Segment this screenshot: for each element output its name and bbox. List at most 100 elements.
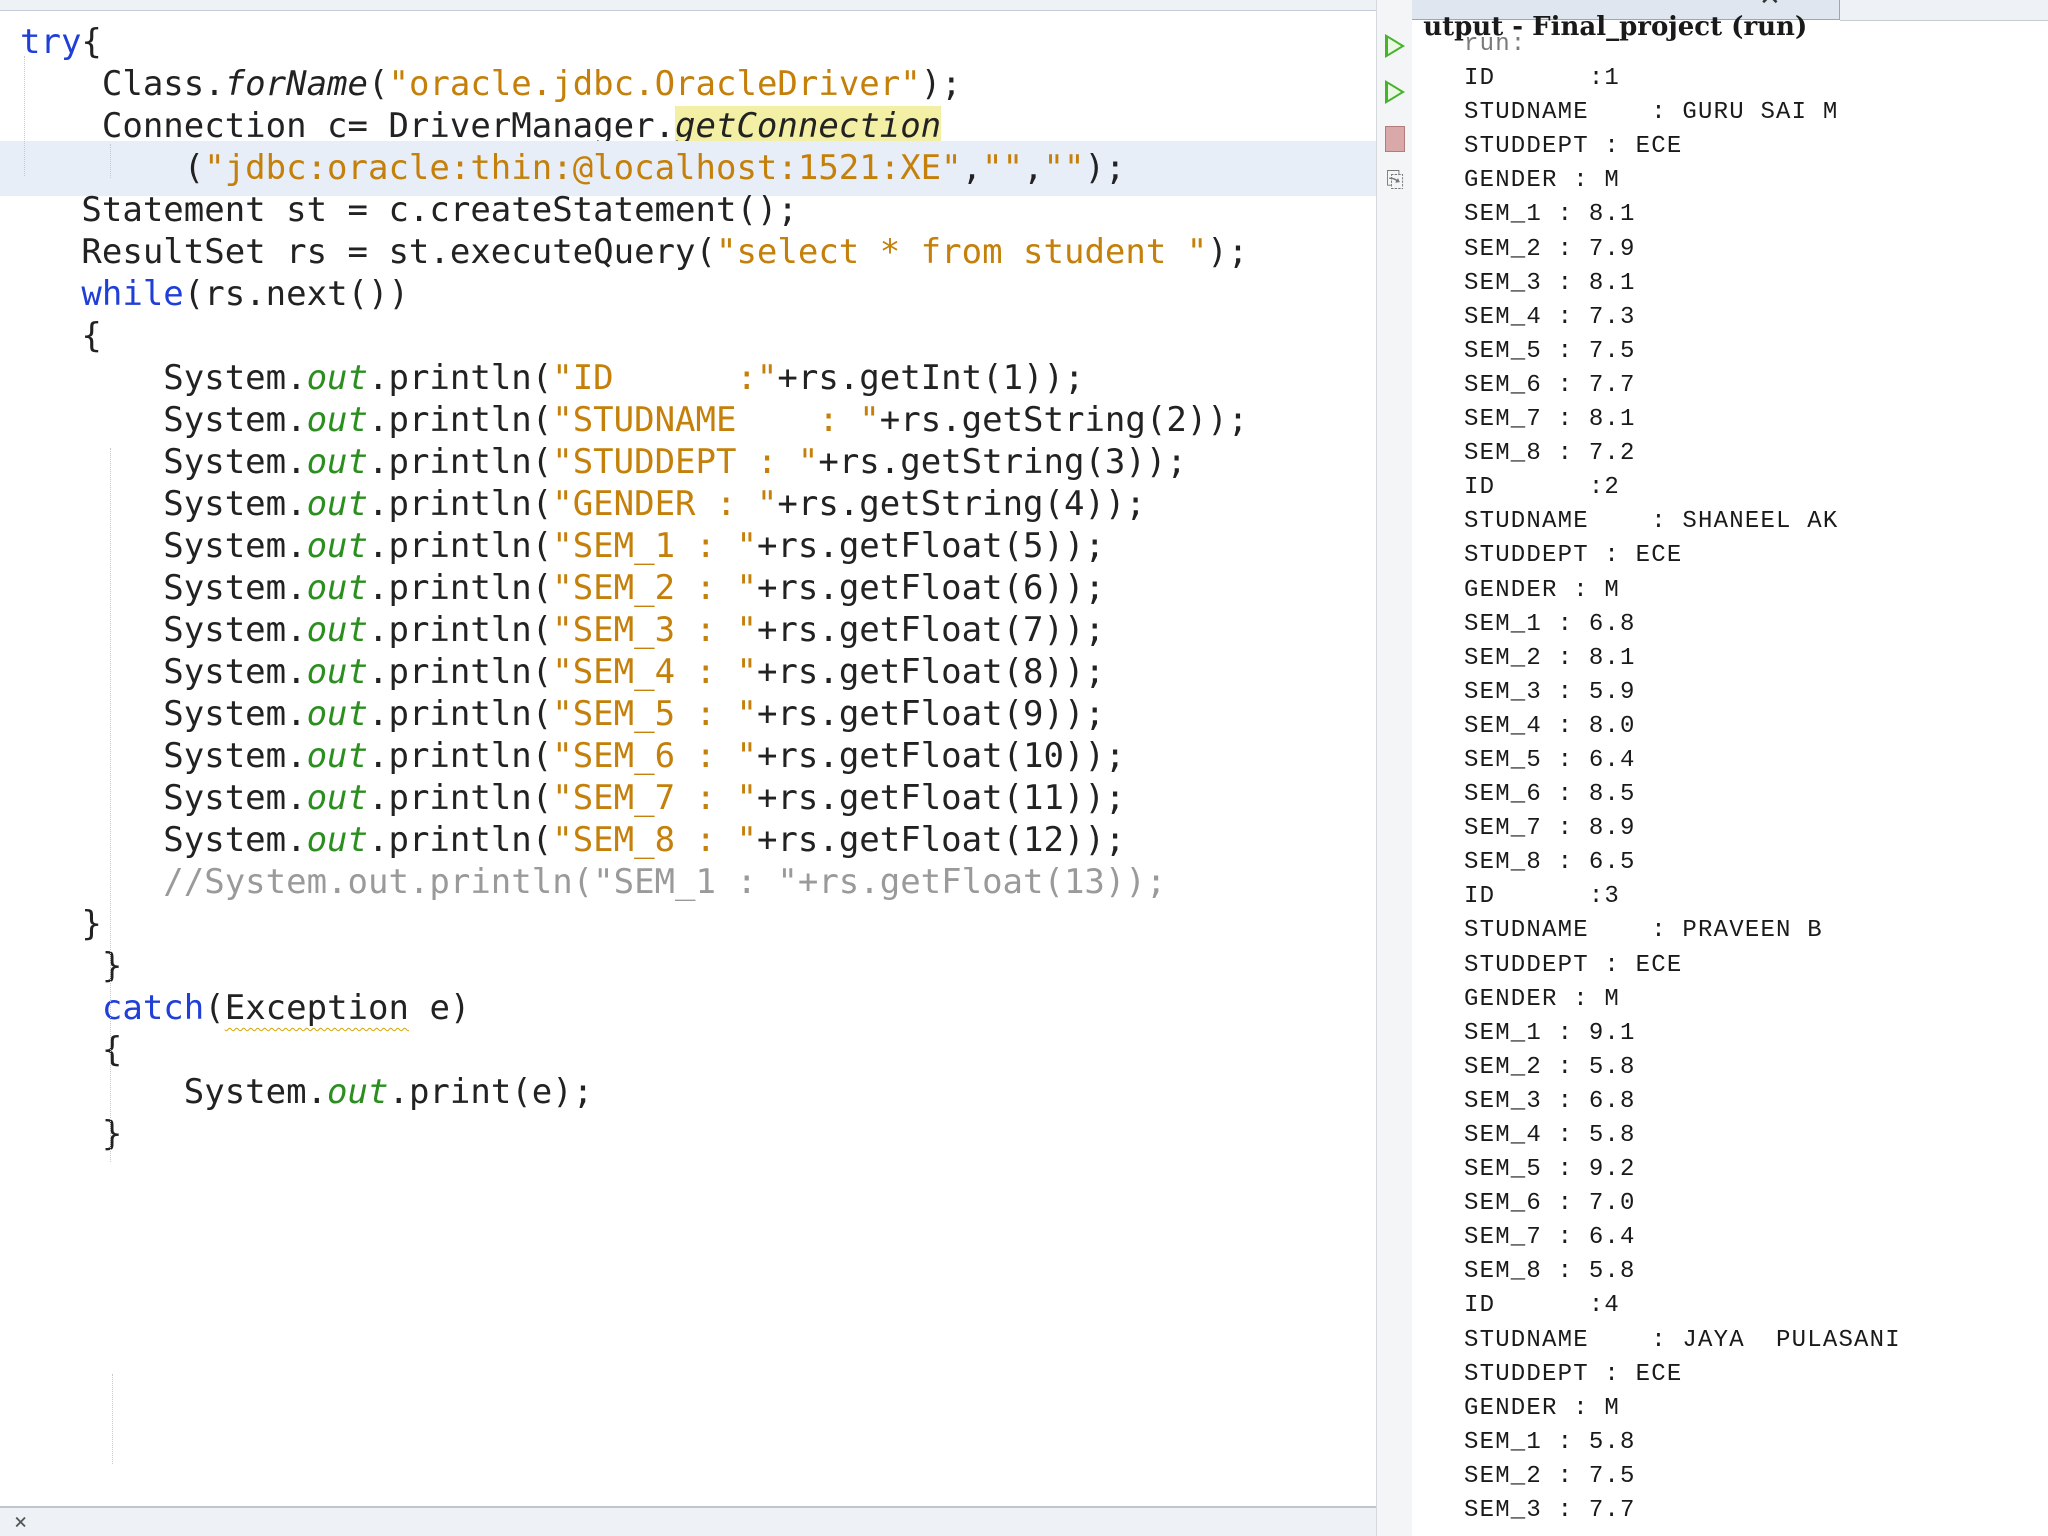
code-token: out <box>306 568 368 608</box>
code-line[interactable]: System.out.print(e); <box>0 1065 1376 1120</box>
close-icon[interactable]: ✕ <box>1759 0 1781 10</box>
code-token: "STUDNAME : " <box>552 400 880 440</box>
indent-guide <box>110 144 111 178</box>
code-token: "SEM_4 : " <box>552 652 757 692</box>
indent-guide <box>24 56 25 176</box>
code-token: +rs.getFloat(10)); <box>756 736 1126 776</box>
console-line: SEM_5 : 7.5 <box>1464 337 1636 365</box>
code-token: "" <box>1043 148 1085 188</box>
code-line[interactable]: System.out.println("SEM_7 : "+rs.getFloa… <box>0 771 1376 826</box>
code-line[interactable]: System.out.println("SEM_1 : "+rs.getFloa… <box>0 519 1376 574</box>
code-token: +rs.getFloat(8)); <box>756 652 1105 692</box>
indent-guide <box>112 1374 113 1464</box>
console-line: SEM_6 : 8.5 <box>1464 781 1636 809</box>
code-line[interactable]: ResultSet rs = st.executeQuery("select *… <box>0 225 1376 280</box>
code-token: , <box>1023 148 1044 188</box>
code-token: getConnection <box>675 106 942 146</box>
code-token: e) <box>408 988 471 1028</box>
code-token: System. <box>20 442 307 482</box>
code-line[interactable]: System.out.println("SEM_6 : "+rs.getFloa… <box>0 729 1376 784</box>
console-line: SEM_2 : 7.9 <box>1464 235 1636 263</box>
code-token: Exception <box>224 988 409 1028</box>
code-token: out <box>327 1072 389 1112</box>
code-token: "STUDDEPT : " <box>552 442 819 482</box>
code-line[interactable]: System.out.println("STUDNAME : "+rs.getS… <box>0 393 1376 448</box>
code-line[interactable]: { <box>0 1023 1376 1078</box>
output-tab[interactable]: utput - Final_project (run) ✕ <box>1412 0 1840 40</box>
console-line: SEM_7 : 6.4 <box>1464 1224 1636 1252</box>
code-token: System. <box>20 526 307 566</box>
code-line[interactable]: } <box>0 939 1376 994</box>
code-token: ); <box>1207 232 1249 272</box>
stop-icon[interactable] <box>1385 126 1405 152</box>
console-line: SEM_3 : 5.9 <box>1464 678 1636 706</box>
code-token: .println( <box>368 442 553 482</box>
console-line: SEM_7 : 8.9 <box>1464 815 1636 843</box>
code-token: Statement st = c.createStatement(); <box>20 190 798 230</box>
console-line: SEM_8 : 7.2 <box>1464 440 1636 468</box>
code-token: .println( <box>368 484 553 524</box>
code-line[interactable]: } <box>0 1107 1376 1162</box>
code-token: .println( <box>368 820 553 860</box>
console-line: SEM_6 : 7.0 <box>1464 1190 1636 1218</box>
code-line[interactable]: System.out.println("SEM_3 : "+rs.getFloa… <box>0 603 1376 658</box>
code-line[interactable]: System.out.println("ID :"+rs.getInt(1)); <box>0 351 1376 406</box>
code-token: ); <box>920 64 962 104</box>
console-line: STUDDEPT : ECE <box>1464 133 1683 161</box>
console-line: SEM_6 : 7.7 <box>1464 371 1636 399</box>
code-token: +rs.getString(4)); <box>777 484 1146 524</box>
code-token: } <box>20 1114 123 1154</box>
code-editor[interactable]: try{ Class.forName("oracle.jdbc.OracleDr… <box>0 0 1376 1536</box>
code-token: { <box>20 316 102 356</box>
code-line[interactable]: } <box>0 897 1376 952</box>
clear-output-icon[interactable]: ⎘ <box>1386 168 1404 193</box>
code-line[interactable]: System.out.println("SEM_4 : "+rs.getFloa… <box>0 645 1376 700</box>
code-token: out <box>306 820 368 860</box>
code-token: forName <box>224 64 368 104</box>
code-line[interactable]: System.out.println("SEM_8 : "+rs.getFloa… <box>0 813 1376 868</box>
rerun-icon[interactable] <box>1385 80 1405 104</box>
code-line[interactable]: ("jdbc:oracle:thin:@localhost:1521:XE","… <box>0 141 1376 196</box>
code-line[interactable]: while(rs.next()) <box>0 267 1376 322</box>
console-line: run: <box>1464 31 1527 58</box>
code-token: ); <box>1084 148 1126 188</box>
code-line[interactable]: System.out.println("STUDDEPT : "+rs.getS… <box>0 435 1376 490</box>
code-token: +rs.getFloat(12)); <box>756 820 1126 860</box>
code-token: out <box>306 526 368 566</box>
code-token: "jdbc:oracle:thin:@localhost:1521:XE" <box>204 148 962 188</box>
console-line: STUDDEPT : ECE <box>1464 1360 1683 1388</box>
code-line[interactable]: Statement st = c.createStatement(); <box>0 183 1376 238</box>
code-token: .println( <box>368 736 553 776</box>
code-line[interactable]: System.out.println("GENDER : "+rs.getStr… <box>0 477 1376 532</box>
code-token: } <box>20 904 102 944</box>
code-token: out <box>306 610 368 650</box>
code-token: catch <box>101 988 205 1028</box>
console-line: SEM_3 : 8.1 <box>1464 269 1636 297</box>
close-icon[interactable]: × <box>14 1510 28 1535</box>
code-token: "select * from student " <box>715 232 1208 272</box>
console-line: SEM_1 : 9.1 <box>1464 1019 1636 1047</box>
code-line[interactable]: //System.out.println("SEM_1 : "+rs.getFl… <box>0 855 1376 910</box>
run-icon[interactable] <box>1385 34 1405 58</box>
code-token: "SEM_3 : " <box>552 610 757 650</box>
code-line[interactable]: Class.forName("oracle.jdbc.OracleDriver"… <box>0 57 1376 112</box>
code-token: out <box>306 484 368 524</box>
code-line[interactable]: System.out.println("SEM_2 : "+rs.getFloa… <box>0 561 1376 616</box>
code-line[interactable]: try{ <box>0 15 1376 70</box>
console-line: GENDER : M <box>1464 985 1621 1013</box>
code-token: System. <box>20 694 307 734</box>
code-line[interactable]: Connection c= DriverManager.getConnectio… <box>0 99 1376 154</box>
code-line[interactable]: System.out.println("SEM_5 : "+rs.getFloa… <box>0 687 1376 742</box>
code-token: .print(e); <box>388 1072 594 1112</box>
code-token: "GENDER : " <box>552 484 778 524</box>
console-line: ID :4 <box>1464 1292 1621 1320</box>
code-line[interactable]: catch(Exception e) <box>0 981 1376 1036</box>
console-line: GENDER : M <box>1464 1394 1621 1422</box>
code-token: .println( <box>368 400 553 440</box>
code-line[interactable]: { <box>0 309 1376 364</box>
code-token: +rs.getFloat(11)); <box>756 778 1126 818</box>
console-line: SEM_5 : 9.2 <box>1464 1156 1636 1184</box>
code-token: System. <box>20 778 307 818</box>
code-token: +rs.getString(3)); <box>818 442 1187 482</box>
